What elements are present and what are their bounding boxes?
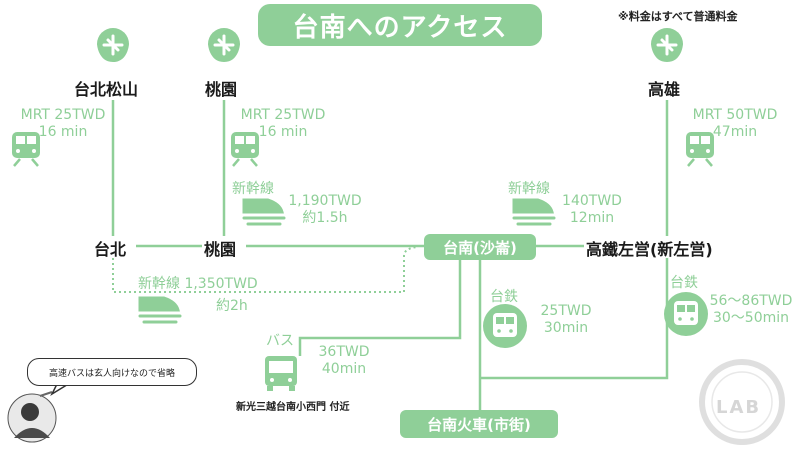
airport-pin-icon xyxy=(97,28,129,62)
rail-shalun-line1: 25TWD xyxy=(540,303,592,319)
airport-pin-icon xyxy=(208,28,240,62)
city-zuoying: 高鐵左営(新左営) xyxy=(586,240,713,259)
city-taipei: 台北 xyxy=(94,240,127,259)
hsr-taipei-dotted-line xyxy=(112,246,419,293)
hub-tainan-station: 台南火車(市街) xyxy=(400,410,558,438)
train-icon xyxy=(686,132,714,167)
hsr-zuoying-line1: 140TWD xyxy=(562,193,622,209)
mrt-songshan-line2: 16 min xyxy=(38,124,88,140)
speech-bubble: 高速バスは玄人向けなので省略 xyxy=(27,358,197,386)
mrt-taoyuan-fare: MRT 25TWD 16 min xyxy=(228,107,338,141)
hsr-taoyuan-name: 新幹線 xyxy=(232,181,274,197)
watermark-text: LAB xyxy=(716,397,762,418)
hsr-zuoying-fare: 140TWD 12min xyxy=(554,193,630,227)
bus-stop-label: 新光三越台南小西門 付近 xyxy=(236,402,350,413)
city-taoyuan: 桃園 xyxy=(204,240,237,259)
city-taipei-songshan: 台北松山 xyxy=(74,80,139,99)
hsr-taoyuan-fare: 1,190TWD 約1.5h xyxy=(282,193,368,227)
avatar xyxy=(7,391,57,443)
hsr-taoyuan-line1: 1,190TWD xyxy=(288,193,362,209)
airport-pin-icon xyxy=(651,28,683,62)
mrt-songshan-fare: MRT 25TWD 16 min xyxy=(8,107,118,141)
train-icon xyxy=(231,132,259,167)
mrt-taoyuan-line1: MRT 25TWD xyxy=(240,107,326,123)
city-kaohsiung-airport: 高雄 xyxy=(648,80,681,99)
mrt-kaohsiung-line2: 47min xyxy=(712,124,758,140)
mrt-songshan-line1: MRT 25TWD xyxy=(20,107,106,123)
hub-tainan-hsr: 台南(沙崙) xyxy=(424,234,536,260)
bullet-train-icon xyxy=(138,296,182,324)
rail-shalun-line2: 30min xyxy=(543,320,589,336)
rail-zuoying-fare: 56〜86TWD 30〜50min xyxy=(704,293,798,327)
bus-fare: 36TWD 40min xyxy=(310,344,378,378)
bus-line2: 40min xyxy=(321,361,367,377)
rail-zuoying-line2: 30〜50min xyxy=(712,310,790,326)
train-icon xyxy=(483,304,527,348)
bullet-train-icon xyxy=(512,198,556,226)
watermark-logo xyxy=(699,359,785,445)
fare-note: ※料金はすべて普通料金 xyxy=(618,10,738,23)
bus-name: バス xyxy=(266,333,294,349)
bus-route-line xyxy=(298,258,462,356)
mrt-kaohsiung-line1: MRT 50TWD xyxy=(692,107,778,123)
hsr-taoyuan-line2: 約1.5h xyxy=(302,210,348,226)
rail-shalun-name: 台鉄 xyxy=(490,289,518,305)
hsr-zuoying-name: 新幹線 xyxy=(508,181,550,197)
hsr-taipei-line2: 約2h xyxy=(216,298,248,314)
city-taoyuan-airport: 桃園 xyxy=(205,80,238,99)
rail-zuoying-line xyxy=(480,258,669,380)
rail-shalun-fare: 25TWD 30min xyxy=(534,303,598,337)
hsr-zuoying-line2: 12min xyxy=(569,210,615,226)
bullet-train-icon xyxy=(242,198,286,226)
page-title: 台南へのアクセス xyxy=(258,4,542,46)
rail-zuoying-line1: 56〜86TWD xyxy=(709,293,793,309)
mrt-kaohsiung-fare: MRT 50TWD 47min xyxy=(680,107,790,141)
train-icon xyxy=(12,132,40,167)
train-icon xyxy=(664,292,708,336)
mrt-taoyuan-line2: 16 min xyxy=(258,124,308,140)
bus-icon xyxy=(265,356,297,391)
rail-zuoying-name: 台鉄 xyxy=(670,275,698,291)
bus-line1: 36TWD xyxy=(318,344,370,360)
hsr-taipei-line1: 新幹線 1,350TWD xyxy=(138,276,258,292)
